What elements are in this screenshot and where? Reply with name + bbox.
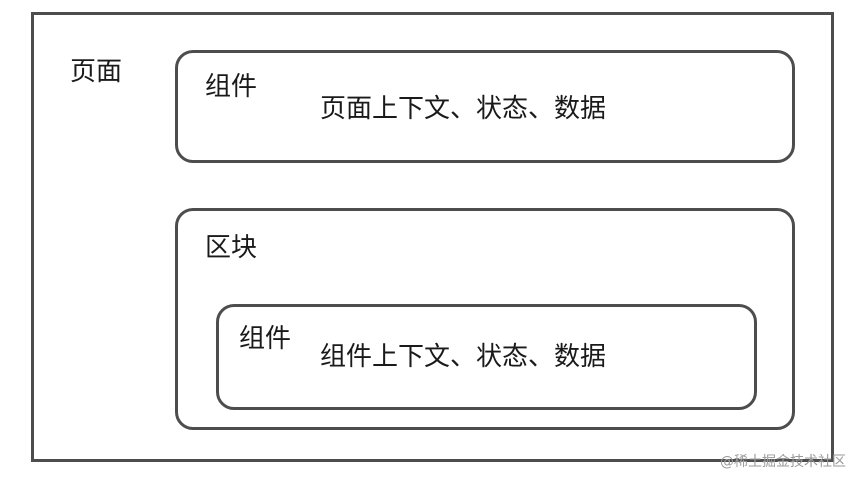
component-box-inner: 组件 组件上下文、状态、数据 (216, 304, 757, 410)
page-container: 页面 (31, 12, 834, 462)
component-context-text: 页面上下文、状态、数据 (320, 94, 607, 124)
inner-component-context-text: 组件上下文、状态、数据 (320, 342, 607, 372)
component-box-top: 组件 页面上下文、状态、数据 (175, 50, 795, 163)
block-label: 区块 (205, 233, 258, 263)
page-label: 页面 (70, 57, 123, 87)
inner-component-label: 组件 (239, 324, 292, 354)
watermark: @稀土掘金技术社区 (720, 454, 846, 470)
component-label: 组件 (205, 72, 258, 102)
block-box: 区块 组件 组件上下文、状态、数据 (175, 208, 795, 430)
